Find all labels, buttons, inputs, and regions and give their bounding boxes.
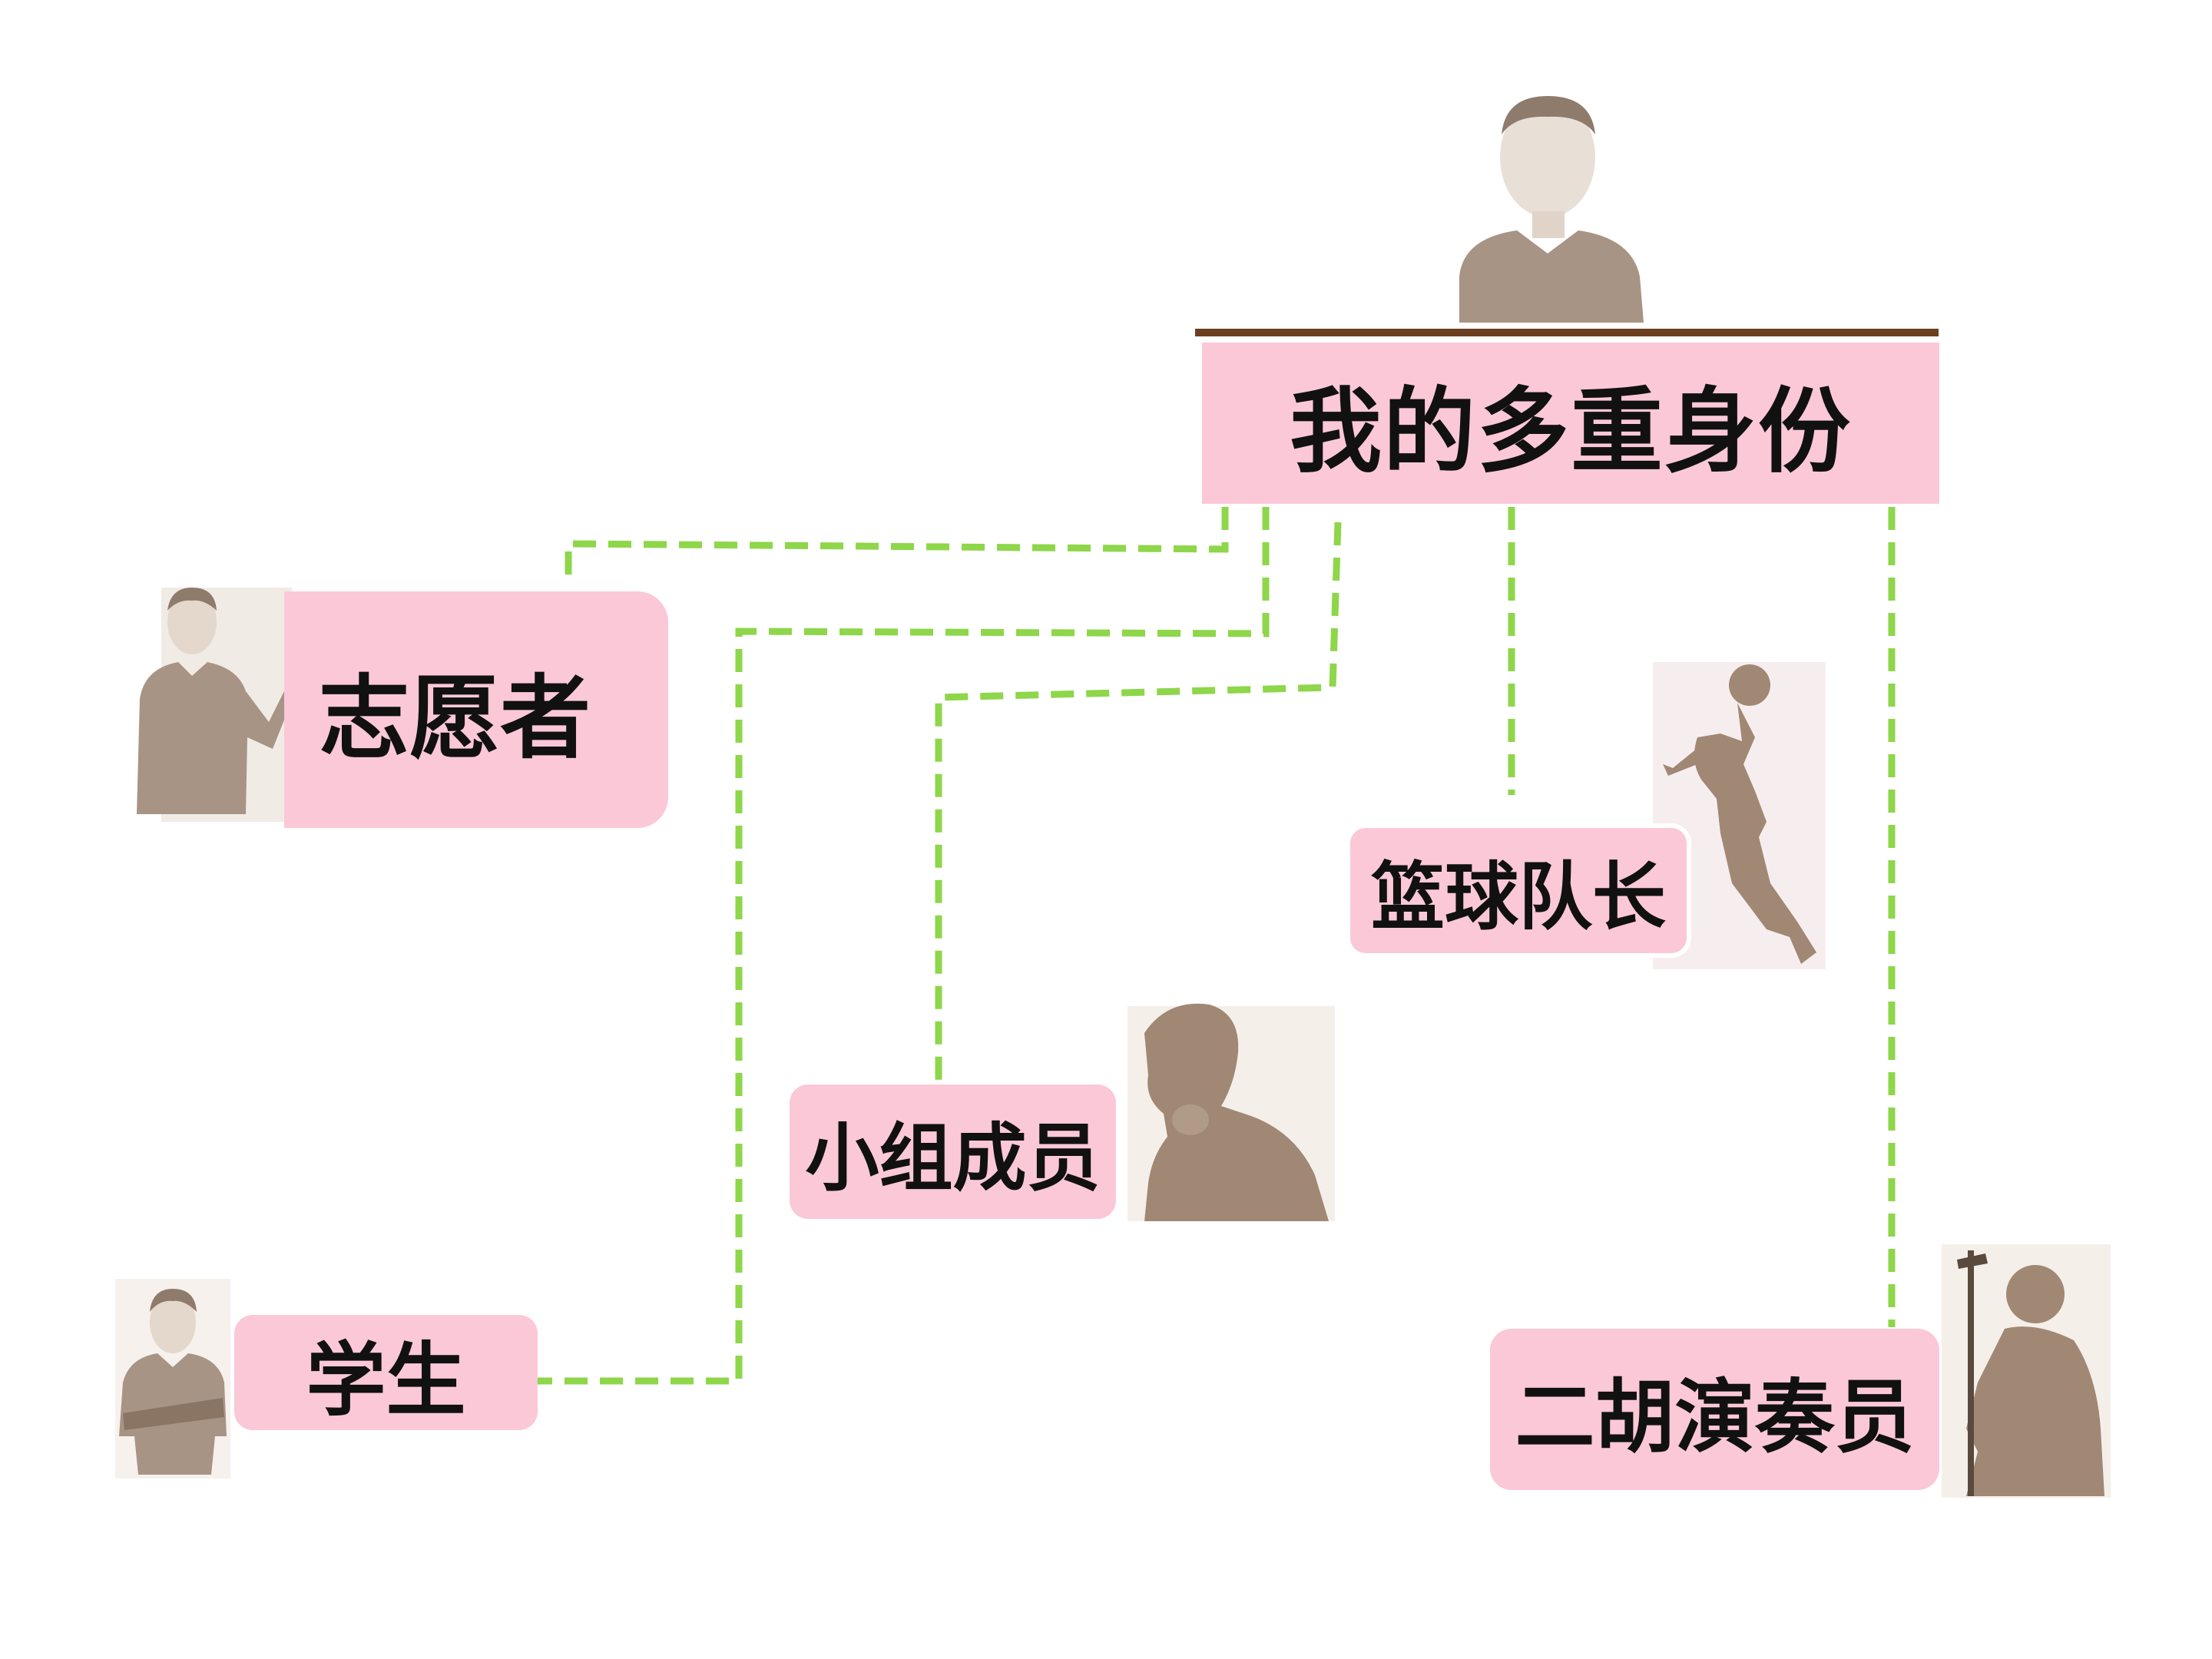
connector-volunteer [565,507,1229,584]
connector-student [507,507,1270,1385]
role-erhu-player: 二胡演奏员 [1490,1329,1939,1490]
basketball-player-icon [1653,662,1826,969]
role-basketball-captain: 篮球队长 [1346,823,1691,958]
erhu-player-icon [1942,1244,2111,1498]
root-person-icon [1459,96,1644,323]
root-bar [1195,329,1939,336]
role-student: 学生 [234,1315,538,1430]
role-volunteer: 志愿者 [284,591,668,828]
connector-member [935,522,1342,1084]
root-title: 我的多重身份 [1202,343,1939,504]
person-arms-crossed-icon [115,1279,230,1479]
volunteer-figure-icon [137,588,296,822]
connectors [507,507,1896,1385]
person-thinking-icon [1128,1003,1335,1221]
role-group-member: 小组成员 [790,1084,1116,1219]
